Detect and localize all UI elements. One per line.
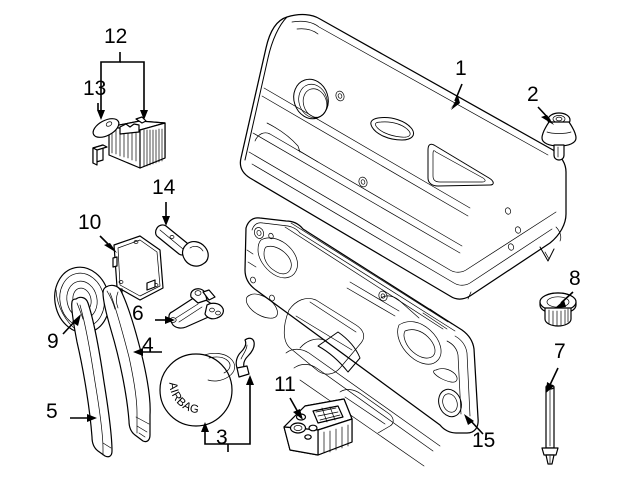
callout-6: 6 [132, 302, 144, 325]
part-door-trim-panel-outer [239, 13, 567, 300]
callout-8: 8 [569, 267, 581, 290]
part-push-pin-retainer [541, 112, 577, 161]
callout-7: 7 [554, 340, 566, 363]
part-airbag-retainer-clip [235, 337, 255, 378]
callout-10: 10 [78, 211, 102, 234]
part-door-lock-knob [155, 224, 209, 267]
callout-12: 12 [104, 25, 128, 48]
leader-lines [62, 52, 574, 452]
callout-3: 3 [216, 426, 228, 449]
part-long-screw [541, 384, 559, 465]
part-oval-cap-plug [92, 118, 120, 138]
part-door-inner-panel-carrier [244, 217, 479, 467]
part-lower-trim-molding [71, 296, 113, 458]
callout-14: 14 [152, 176, 176, 199]
part-knurled-nut-cap [539, 292, 577, 327]
part-speaker-grille-trim [92, 116, 166, 169]
part-handle-bracket [168, 288, 224, 329]
part-airbag-module: AIRBAG [159, 352, 235, 427]
part-switch-panel [283, 398, 353, 456]
callout-2: 2 [527, 83, 539, 106]
callout-9: 9 [47, 330, 59, 353]
callout-5: 5 [46, 400, 58, 423]
callout-13: 13 [83, 77, 107, 100]
part-upper-trim-molding [102, 284, 151, 443]
callout-15: 15 [472, 429, 496, 452]
callout-1: 1 [455, 57, 467, 80]
callout-4: 4 [142, 334, 154, 357]
callout-11: 11 [274, 373, 296, 396]
